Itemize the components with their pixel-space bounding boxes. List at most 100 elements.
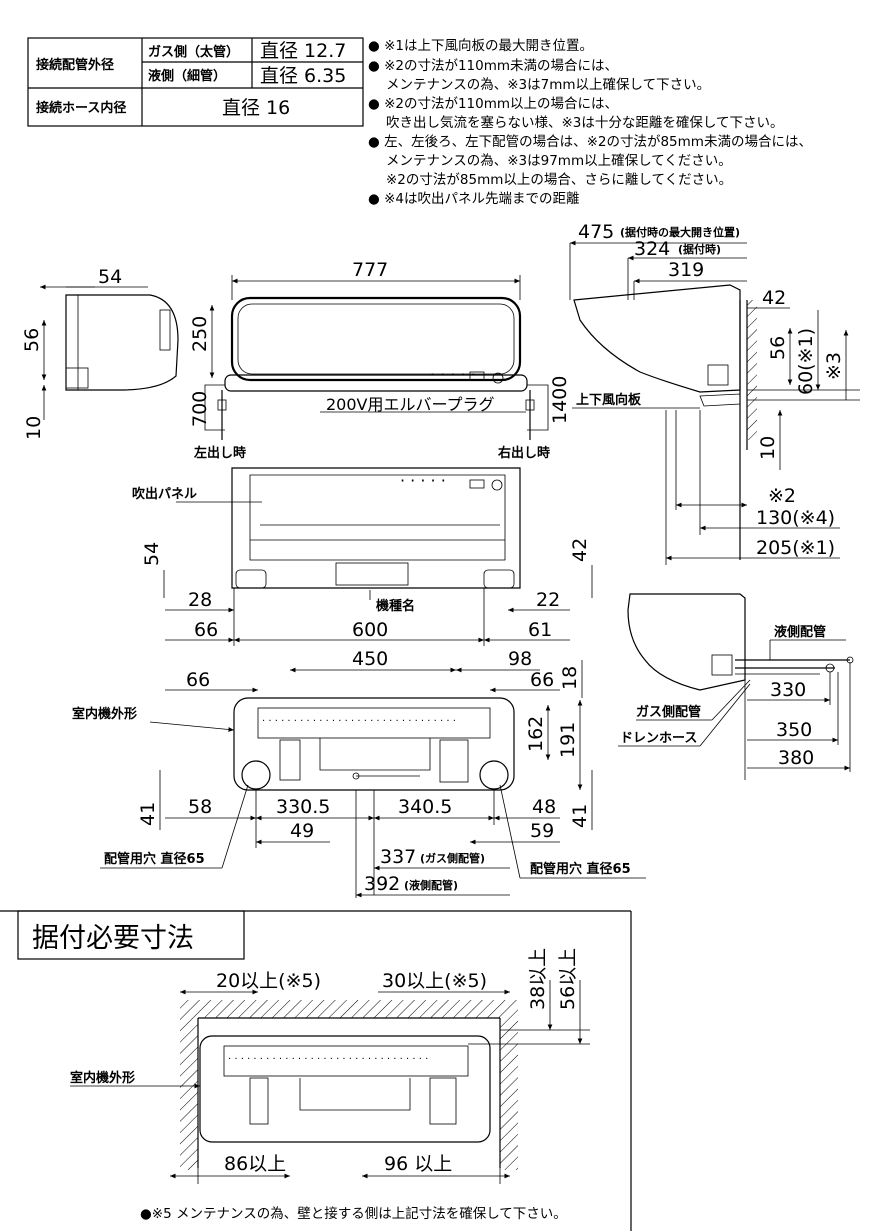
bottom-dim-66: 66 <box>194 619 218 641</box>
side-note-475: (据付時の最大開き位置) <box>620 225 740 239</box>
model-label: 機種名 <box>376 598 415 614</box>
left-out-label: 左出し時 <box>194 445 246 461</box>
svg-text:· · · · ·: · · · · · <box>400 471 446 490</box>
side-s2: ※2 <box>768 485 796 507</box>
hose-diameter-value: 直径 16 <box>222 97 290 119</box>
pipe-dim-380: 380 <box>778 747 814 769</box>
note-5: ● ※4は吹出パネル先端までの距離 <box>368 191 579 207</box>
note-2b: メンテナンスの為、※3は7mm以上確保して下さい。 <box>386 77 710 93</box>
liquid-side-label: 液側（細管） <box>148 68 226 84</box>
rear-note-392: (液側配管) <box>404 878 458 892</box>
side-dim-60: 60(※1) <box>795 328 817 395</box>
front-view: 777 · · · · · 250 700 1400 200V用エルバープラグ … <box>189 259 571 461</box>
bottom-dim-54: 54 <box>141 542 163 566</box>
pipe-dim-350: 350 <box>776 719 812 741</box>
side-dim-130: 130(※4) <box>756 507 835 529</box>
rear-dim-337: 337 <box>380 846 416 868</box>
front-dim-777: 777 <box>352 259 388 281</box>
rear-dim-49: 49 <box>290 820 314 842</box>
left-view-dim-56: 56 <box>21 328 43 352</box>
side-s3: ※3 <box>823 352 845 380</box>
rear-dim-330-5: 330.5 <box>276 796 330 818</box>
pipe-view: 液側配管 330 350 380 ガス側配管 ドレンホース <box>618 593 854 780</box>
bottom-dim-600: 600 <box>352 619 388 641</box>
plug-label: 200V用エルバープラグ <box>326 395 495 414</box>
side-note-324: (据付時) <box>678 242 721 256</box>
rear-dim-18: 18 <box>559 666 581 690</box>
note-4a: ● 左、左後ろ、左下配管の場合は、※2の寸法が85mm未満の場合には、 <box>368 134 812 150</box>
louver-slots <box>250 524 505 541</box>
side-dim-10: 10 <box>757 436 779 460</box>
install-dim-96: 96 以上 <box>384 1153 452 1175</box>
side-dim-475: 475 <box>578 221 614 243</box>
rear-dim-48: 48 <box>532 796 556 818</box>
pipe-hole-left: 配管用穴 直径65 <box>104 851 205 867</box>
svg-text:· · · · · · · · · · · · · · ·: · · · · · · · · · · · · · · · · · · · · … <box>228 1054 428 1065</box>
install-dim-30: 30以上(※5) <box>382 970 487 992</box>
rear-dim-58: 58 <box>188 796 212 818</box>
drain-hose-label: ドレンホース <box>620 731 697 746</box>
left-side-view: 54 56 10 <box>21 266 179 440</box>
front-dim-250: 250 <box>189 316 211 352</box>
rear-note-337: (ガス側配管) <box>420 851 485 865</box>
rear-dim-162: 162 <box>525 716 547 752</box>
note-4c: ※2の寸法が85mm以上の場合、さらに離してください。 <box>386 172 732 188</box>
note-1: ● ※1は上下風向板の最大開き位置。 <box>368 38 593 54</box>
rear-dim-340-5: 340.5 <box>398 796 452 818</box>
side-dim-56: 56 <box>767 336 789 360</box>
install-outline-label: 室内機外形 <box>70 1070 135 1086</box>
gas-side-label: ガス側（太管） <box>148 44 239 60</box>
side-dim-324: 324 <box>634 238 670 260</box>
rear-dim-59: 59 <box>530 820 554 842</box>
front-dim-700: 700 <box>189 391 211 427</box>
spec-table: 接続配管外径 ガス側（太管） 直径 12.7 液側（細管） 直径 6.35 接続… <box>27 37 364 127</box>
louver-label: 上下風向板 <box>576 392 642 408</box>
svg-text:· · · · ·: · · · · · <box>430 365 476 384</box>
right-out-label: 右出し時 <box>497 445 550 461</box>
rear-dim-41a: 41 <box>137 802 159 826</box>
panel-label: 吹出パネル <box>132 486 197 502</box>
rear-view: 450 98 66 66 18 室内機外形 · · · · · · · · · … <box>72 648 646 898</box>
note-3a: ● ※2の寸法が110mm以上の場合には、 <box>368 96 618 112</box>
note-3b: 吹き出し気流を塞らない様、※3は十分な距離を確保して下さい。 <box>386 114 784 131</box>
note-4b: メンテナンスの為、※3は97mm以上確保してください。 <box>386 153 732 169</box>
bottom-dim-28: 28 <box>188 589 212 611</box>
pipe-hole-right: 配管用穴 直径65 <box>530 861 631 877</box>
rear-dim-98: 98 <box>508 648 532 670</box>
note-2a: ● ※2の寸法が110mm未満の場合には、 <box>368 58 618 74</box>
side-dim-42: 42 <box>762 287 786 309</box>
install-dim-86: 86以上 <box>224 1153 286 1175</box>
bottom-dim-22: 22 <box>536 589 560 611</box>
rear-outline-label: 室内機外形 <box>72 706 137 722</box>
side-view: 475 (据付時の最大開き位置) 324 (据付時) 319 42 56 60(… <box>569 221 860 565</box>
install-dim-56: 56以上 <box>557 948 579 1010</box>
front-dim-1400: 1400 <box>549 376 571 424</box>
pipe-diameter-label: 接続配管外径 <box>36 57 114 73</box>
install-dim-38: 38以上 <box>527 948 549 1010</box>
bottom-dim-42: 42 <box>569 538 591 562</box>
rear-dim-450: 450 <box>352 648 388 670</box>
liquid-pipe-label: 液側配管 <box>774 624 826 640</box>
side-dim-205: 205(※1) <box>756 537 835 559</box>
hose-diameter-label: 接続ホース内径 <box>36 100 126 116</box>
rear-dim-66b: 66 <box>530 669 554 691</box>
pipe-dim-330: 330 <box>770 679 806 701</box>
bottom-view: · · · · · 吹出パネル 54 42 28 22 機種名 66 600 6… <box>132 467 593 646</box>
install-section: 据付必要寸法 · · · · · · · · · · · · · · · · ·… <box>0 910 632 1231</box>
gas-side-value: 直径 12.7 <box>260 40 346 62</box>
install-footer: ●※5 メンテナンスの為、壁と接する側は上記寸法を確保して下さい。 <box>140 1205 567 1222</box>
svg-text:· · · · · · · · · · · · · · ·: · · · · · · · · · · · · · · · · · · · · … <box>262 716 456 727</box>
rear-dim-41b: 41 <box>569 804 591 828</box>
gas-pipe-label: ガス側配管 <box>636 704 701 720</box>
rear-dim-191: 191 <box>557 722 579 758</box>
side-dim-319: 319 <box>668 259 704 281</box>
left-view-dim-10: 10 <box>23 416 45 440</box>
install-dim-20: 20以上(※5) <box>216 970 321 992</box>
install-title: 据付必要寸法 <box>32 923 194 954</box>
rear-dim-392: 392 <box>364 873 400 895</box>
notes: ● ※1は上下風向板の最大開き位置。 ● ※2の寸法が110mm未満の場合には、… <box>368 38 812 207</box>
bottom-dim-61: 61 <box>528 619 552 641</box>
liquid-side-value: 直径 6.35 <box>260 65 346 87</box>
rear-dim-66a: 66 <box>186 669 210 691</box>
